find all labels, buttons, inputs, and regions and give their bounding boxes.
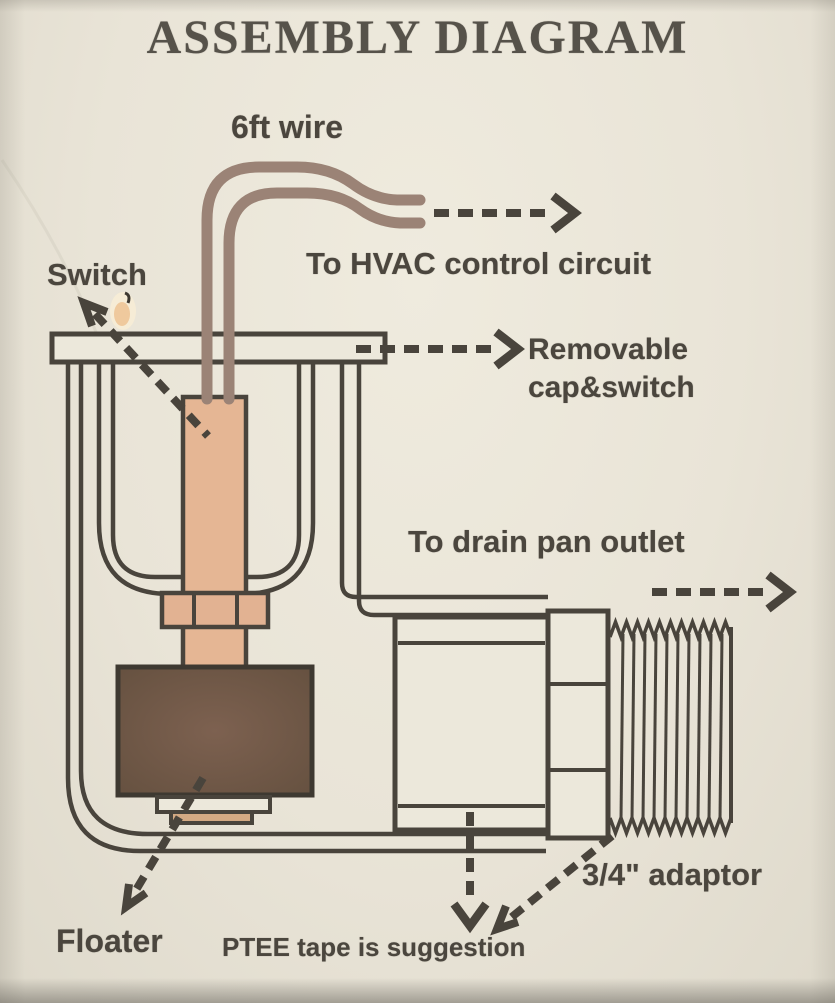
label-adaptor: 3/4" adaptor — [582, 857, 763, 892]
label-floater: Floater — [56, 923, 163, 959]
arrow-to-hvac-circuit — [434, 192, 582, 234]
label-removable-cap-line2: cap&switch — [528, 371, 695, 404]
label-hvac-circuit: To HVAC control circuit — [306, 246, 652, 281]
paper-blemish — [110, 291, 136, 330]
arrow-to-drain-pan-outlet — [652, 571, 797, 613]
label-removable-cap: Removable cap&switch — [528, 331, 695, 407]
label-6ft-wire: 6ft wire — [231, 109, 344, 145]
label-drain-pan-outlet: To drain pan outlet — [408, 524, 685, 559]
adaptor-collar-shape — [545, 608, 611, 841]
label-removable-cap-line1: Removable — [528, 333, 689, 366]
threaded-adaptor-shape — [608, 616, 733, 839]
elbow-body-shape — [392, 614, 551, 833]
locking-nut-shape — [159, 590, 271, 630]
floater-shape — [115, 664, 315, 798]
arrow-switch — [77, 296, 211, 439]
label-ptee-tape: PTEE tape is suggestion — [222, 932, 526, 962]
label-switch: Switch — [47, 257, 147, 292]
removable-cap-shape — [49, 331, 388, 365]
